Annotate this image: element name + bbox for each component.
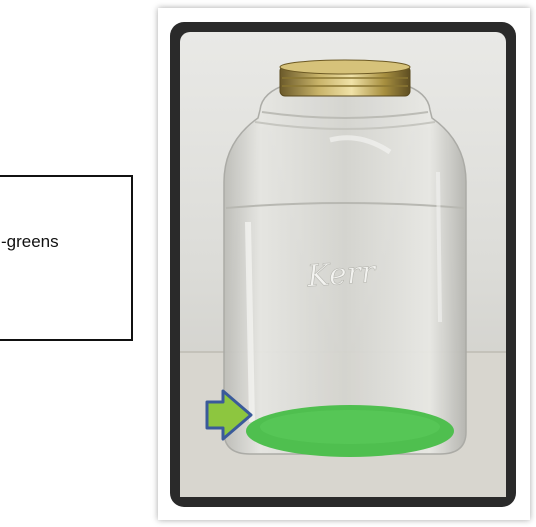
jar-photo: Kerr [170,22,516,507]
photo-frame: Kerr [158,8,530,520]
label-box: -greens [0,175,133,341]
jar-illustration: Kerr [180,32,506,497]
label-text: -greens [1,232,59,251]
embossed-text: Kerr [305,255,378,295]
